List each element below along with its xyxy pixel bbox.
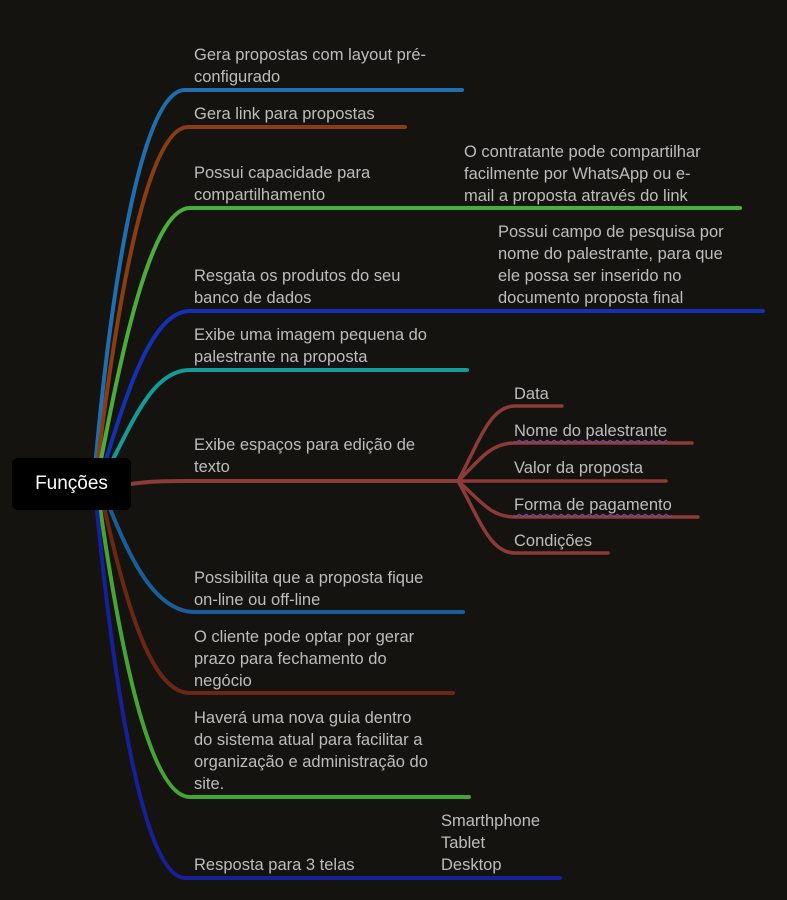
edge-b6-child-4 <box>456 479 700 519</box>
edge-b6-child-1 <box>456 404 564 483</box>
branch-b6-child-5[interactable]: Condições <box>514 532 592 550</box>
branch-label-b9[interactable]: Haverá uma nova guia dentro do sistema a… <box>194 709 428 793</box>
edge-b9 <box>97 498 471 799</box>
edge-b5 <box>103 368 469 476</box>
branch-b6-child-2[interactable]: Nome do palestrante <box>514 422 668 440</box>
branch-label-b8[interactable]: O cliente pode optar por gerar prazo par… <box>194 628 415 690</box>
edge-b10 <box>94 498 562 880</box>
edge-b2 <box>95 125 407 470</box>
branch-label-b6[interactable]: Exibe espaços para edição de texto <box>194 436 416 476</box>
branch-label-b7[interactable]: Possibilita que a proposta fique on-line… <box>194 569 424 609</box>
edge-b6 <box>129 479 460 486</box>
edge-b6-child-5 <box>456 479 610 555</box>
branch-label-b2[interactable]: Gera link para propostas <box>194 105 375 123</box>
branch-b6-child-1[interactable]: Data <box>514 385 549 403</box>
edge-b3 <box>97 206 742 472</box>
edge-b1 <box>93 88 464 470</box>
branch-label-b4[interactable]: Resgata os produtos do seu banco de dado… <box>194 267 401 307</box>
branch-label-b5[interactable]: Exibe uma imagem pequena do palestrante … <box>194 326 427 366</box>
edge-b6-child-2 <box>456 441 694 483</box>
edge-b8 <box>100 496 455 695</box>
branch-b6-child-4[interactable]: Forma de pagamento <box>514 496 672 514</box>
branch-label-b10[interactable]: Resposta para 3 telas <box>194 856 355 874</box>
edge-b7 <box>103 494 465 614</box>
edge-b4 <box>100 309 765 474</box>
root-node[interactable]: Funções <box>12 458 131 510</box>
branch-child-b3[interactable]: O contratante pode compartilhar facilmen… <box>464 143 701 205</box>
branch-child-b4[interactable]: Possui campo de pesquisa por nome do pal… <box>498 223 724 307</box>
branch-label-b3[interactable]: Possui capacidade para compartilhamento <box>194 164 371 204</box>
branch-label-b1[interactable]: Gera propostas com layout pré- configura… <box>194 46 427 86</box>
branch-child-b10[interactable]: Smarthphone Tablet Desktop <box>441 812 541 874</box>
branch-b6-child-3[interactable]: Valor da proposta <box>514 459 644 477</box>
